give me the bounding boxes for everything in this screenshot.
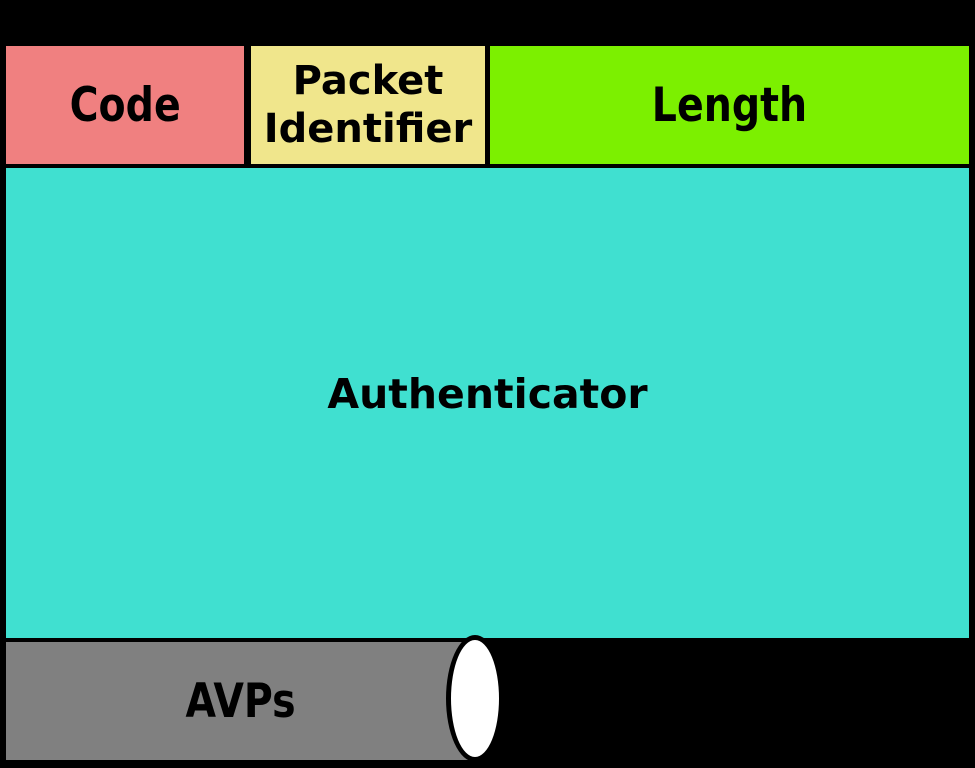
field-avps: AVPs: [2, 638, 479, 764]
avps-cylinder-ellipse: [446, 635, 504, 762]
field-length-label: Length: [651, 77, 808, 133]
field-avps-label: AVPs: [185, 673, 296, 729]
field-code-label: Code: [69, 77, 181, 133]
field-authenticator-label: Authenticator: [327, 370, 648, 418]
field-authenticator: Authenticator: [2, 164, 973, 642]
field-length: Length: [486, 42, 973, 168]
field-packet-identifier-label: Packet Identifier: [263, 58, 473, 152]
field-code: Code: [2, 42, 248, 168]
field-packet-identifier: Packet Identifier: [247, 42, 489, 168]
